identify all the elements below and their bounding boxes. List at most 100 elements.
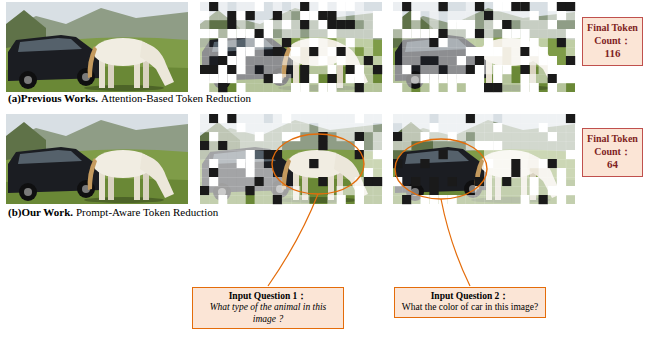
token-patch <box>200 114 209 123</box>
token-patch <box>327 20 336 29</box>
token-patch <box>209 150 218 159</box>
token-patch <box>420 74 429 83</box>
token-patch <box>475 74 484 83</box>
token-patch <box>548 114 557 123</box>
box-heading: Final Token Count： <box>586 133 639 158</box>
token-patch <box>566 150 575 159</box>
token-patch <box>520 29 529 38</box>
token-patch <box>548 150 557 159</box>
token-patch <box>539 168 548 177</box>
token-patch <box>246 65 255 74</box>
token-patch <box>502 195 511 204</box>
token-patch <box>209 159 218 168</box>
token-patch <box>448 38 457 47</box>
box-text: What the color of car in this image? <box>401 302 539 313</box>
token-patch <box>520 11 529 20</box>
token-patch <box>520 177 529 186</box>
box-heading: Input Question 1： <box>199 291 337 302</box>
token-patch <box>520 47 529 56</box>
token-patch <box>218 56 227 65</box>
token-patch <box>502 2 511 11</box>
token-patch <box>318 141 327 150</box>
token-patch <box>255 83 264 92</box>
token-patch <box>566 29 575 38</box>
illustration-part <box>200 114 382 204</box>
token-patch <box>548 159 557 168</box>
token-patch <box>264 177 273 186</box>
token-patch <box>218 83 227 92</box>
token-patch <box>439 47 448 56</box>
token-patch <box>337 20 346 29</box>
token-patch <box>557 2 566 11</box>
token-patch <box>511 186 520 195</box>
illustration-part <box>393 2 575 92</box>
token-patch <box>218 141 227 150</box>
token-patch <box>373 186 382 195</box>
question-box: Input Question 1：What type of the animal… <box>192 287 344 329</box>
token-patch <box>200 38 209 47</box>
token-patch <box>218 114 227 123</box>
token-patch <box>402 123 411 132</box>
token-patch <box>327 29 336 38</box>
token-patch <box>393 132 402 141</box>
token-patch <box>493 74 502 83</box>
token-patch <box>439 74 448 83</box>
token-patch <box>355 123 364 132</box>
token-patch <box>255 38 264 47</box>
token-patch <box>411 123 420 132</box>
token-patch <box>466 65 475 74</box>
token-patch <box>439 29 448 38</box>
token-patch <box>355 141 364 150</box>
question-box: Input Question 2：What the color of car i… <box>394 287 546 318</box>
token-patch <box>511 195 520 204</box>
token-patch <box>373 83 382 92</box>
token-patch <box>475 195 484 204</box>
token-patch <box>466 195 475 204</box>
token-patch <box>273 132 282 141</box>
token-patch <box>429 123 438 132</box>
token-patch <box>548 29 557 38</box>
caption-text: Attention-Based Token Reduction <box>101 92 251 104</box>
token-patch <box>566 2 575 11</box>
token-patch <box>246 168 255 177</box>
token-patch <box>484 114 493 123</box>
token-patch <box>429 65 438 74</box>
box-heading: Input Question 2： <box>401 291 539 302</box>
token-patch <box>291 29 300 38</box>
token-patch <box>502 186 511 195</box>
token-patch <box>346 65 355 74</box>
token-patch <box>466 83 475 92</box>
token-patch <box>493 123 502 132</box>
token-patch <box>466 56 475 65</box>
token-patch <box>246 159 255 168</box>
token-patch <box>337 114 346 123</box>
token-patch <box>466 11 475 20</box>
token-patch <box>227 65 236 74</box>
token-patch <box>466 38 475 47</box>
token-patch <box>246 29 255 38</box>
token-patch <box>218 159 227 168</box>
token-patch <box>300 2 309 11</box>
token-patch <box>282 11 291 20</box>
token-patch <box>309 159 318 168</box>
token-patch <box>539 74 548 83</box>
token-patch <box>273 56 282 65</box>
token-patch <box>402 195 411 204</box>
token-patch <box>246 56 255 65</box>
token-patch <box>355 83 364 92</box>
token-patch <box>209 177 218 186</box>
token-patch <box>420 159 429 168</box>
token-patch <box>236 195 245 204</box>
token-patch <box>318 11 327 20</box>
token-patch <box>520 2 529 11</box>
token-patch <box>448 47 457 56</box>
token-patch <box>557 159 566 168</box>
token-patch <box>548 83 557 92</box>
token-patch <box>530 20 539 29</box>
token-patch <box>255 20 264 29</box>
illustration-part <box>393 114 575 204</box>
token-patch <box>439 114 448 123</box>
token-patch <box>393 11 402 20</box>
token-patch <box>429 20 438 29</box>
token-patch <box>466 123 475 132</box>
